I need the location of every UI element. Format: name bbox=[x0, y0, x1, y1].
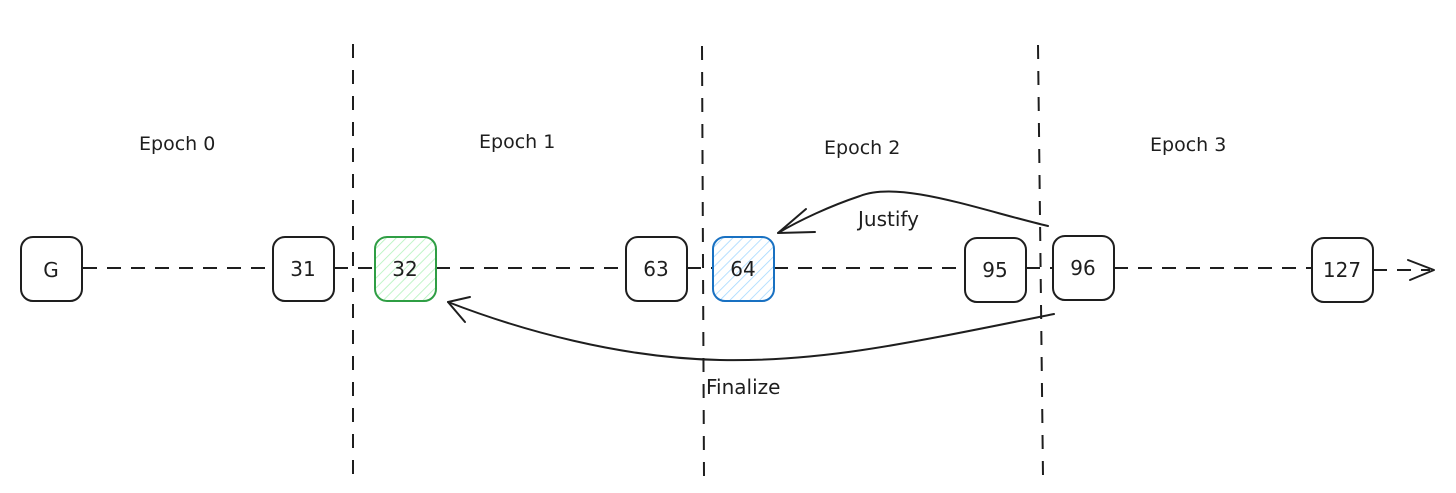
epoch-dividers bbox=[352, 44, 1044, 478]
block-label: G bbox=[43, 258, 59, 282]
block-label: 31 bbox=[290, 257, 315, 281]
finalize-label: Finalize bbox=[706, 375, 780, 399]
block-box bbox=[20, 236, 83, 302]
epoch-divider-1-2 bbox=[701, 45, 705, 478]
epoch-label-1: Epoch 1 bbox=[479, 131, 555, 153]
block-box bbox=[625, 236, 688, 302]
block-64-justified[interactable]: 64 bbox=[712, 236, 775, 302]
justify-arrow-curve bbox=[777, 190, 1049, 234]
block-label: 96 bbox=[1070, 256, 1095, 280]
block-96[interactable]: 96 bbox=[1052, 235, 1115, 301]
block-box bbox=[1052, 235, 1115, 301]
block-box bbox=[374, 236, 437, 302]
block-label: 64 bbox=[730, 257, 755, 281]
justify-arrow bbox=[777, 190, 1049, 234]
epoch-label-2: Epoch 2 bbox=[824, 137, 900, 159]
block-31[interactable]: 31 bbox=[272, 236, 335, 302]
block-box bbox=[964, 237, 1027, 303]
block-g[interactable]: G bbox=[20, 236, 83, 302]
block-box bbox=[272, 236, 335, 302]
block-95[interactable]: 95 bbox=[964, 237, 1027, 303]
justify-arrowhead-icon bbox=[777, 208, 816, 234]
block-label: 63 bbox=[643, 257, 668, 281]
epoch-label-3: Epoch 3 bbox=[1150, 134, 1226, 156]
block-label: 95 bbox=[982, 258, 1007, 282]
block-box bbox=[1311, 237, 1374, 303]
justify-label: Justify bbox=[856, 207, 919, 231]
block-63[interactable]: 63 bbox=[625, 236, 688, 302]
block-32-finalized[interactable]: 32 bbox=[374, 236, 437, 302]
epoch-label-0: Epoch 0 bbox=[139, 133, 215, 155]
finalize-arrow-curve bbox=[447, 301, 1055, 362]
finalize-arrow bbox=[447, 296, 1055, 362]
chain-continues-arrowhead-icon bbox=[1407, 259, 1435, 281]
block-label: 127 bbox=[1323, 258, 1361, 282]
block-label: 32 bbox=[392, 257, 417, 281]
finalize-arrowhead-icon bbox=[447, 296, 471, 323]
block-127[interactable]: 127 bbox=[1311, 237, 1374, 303]
chain-links bbox=[83, 267, 1430, 271]
block-box bbox=[712, 236, 775, 302]
epoch-divider-2-3 bbox=[1037, 44, 1044, 477]
